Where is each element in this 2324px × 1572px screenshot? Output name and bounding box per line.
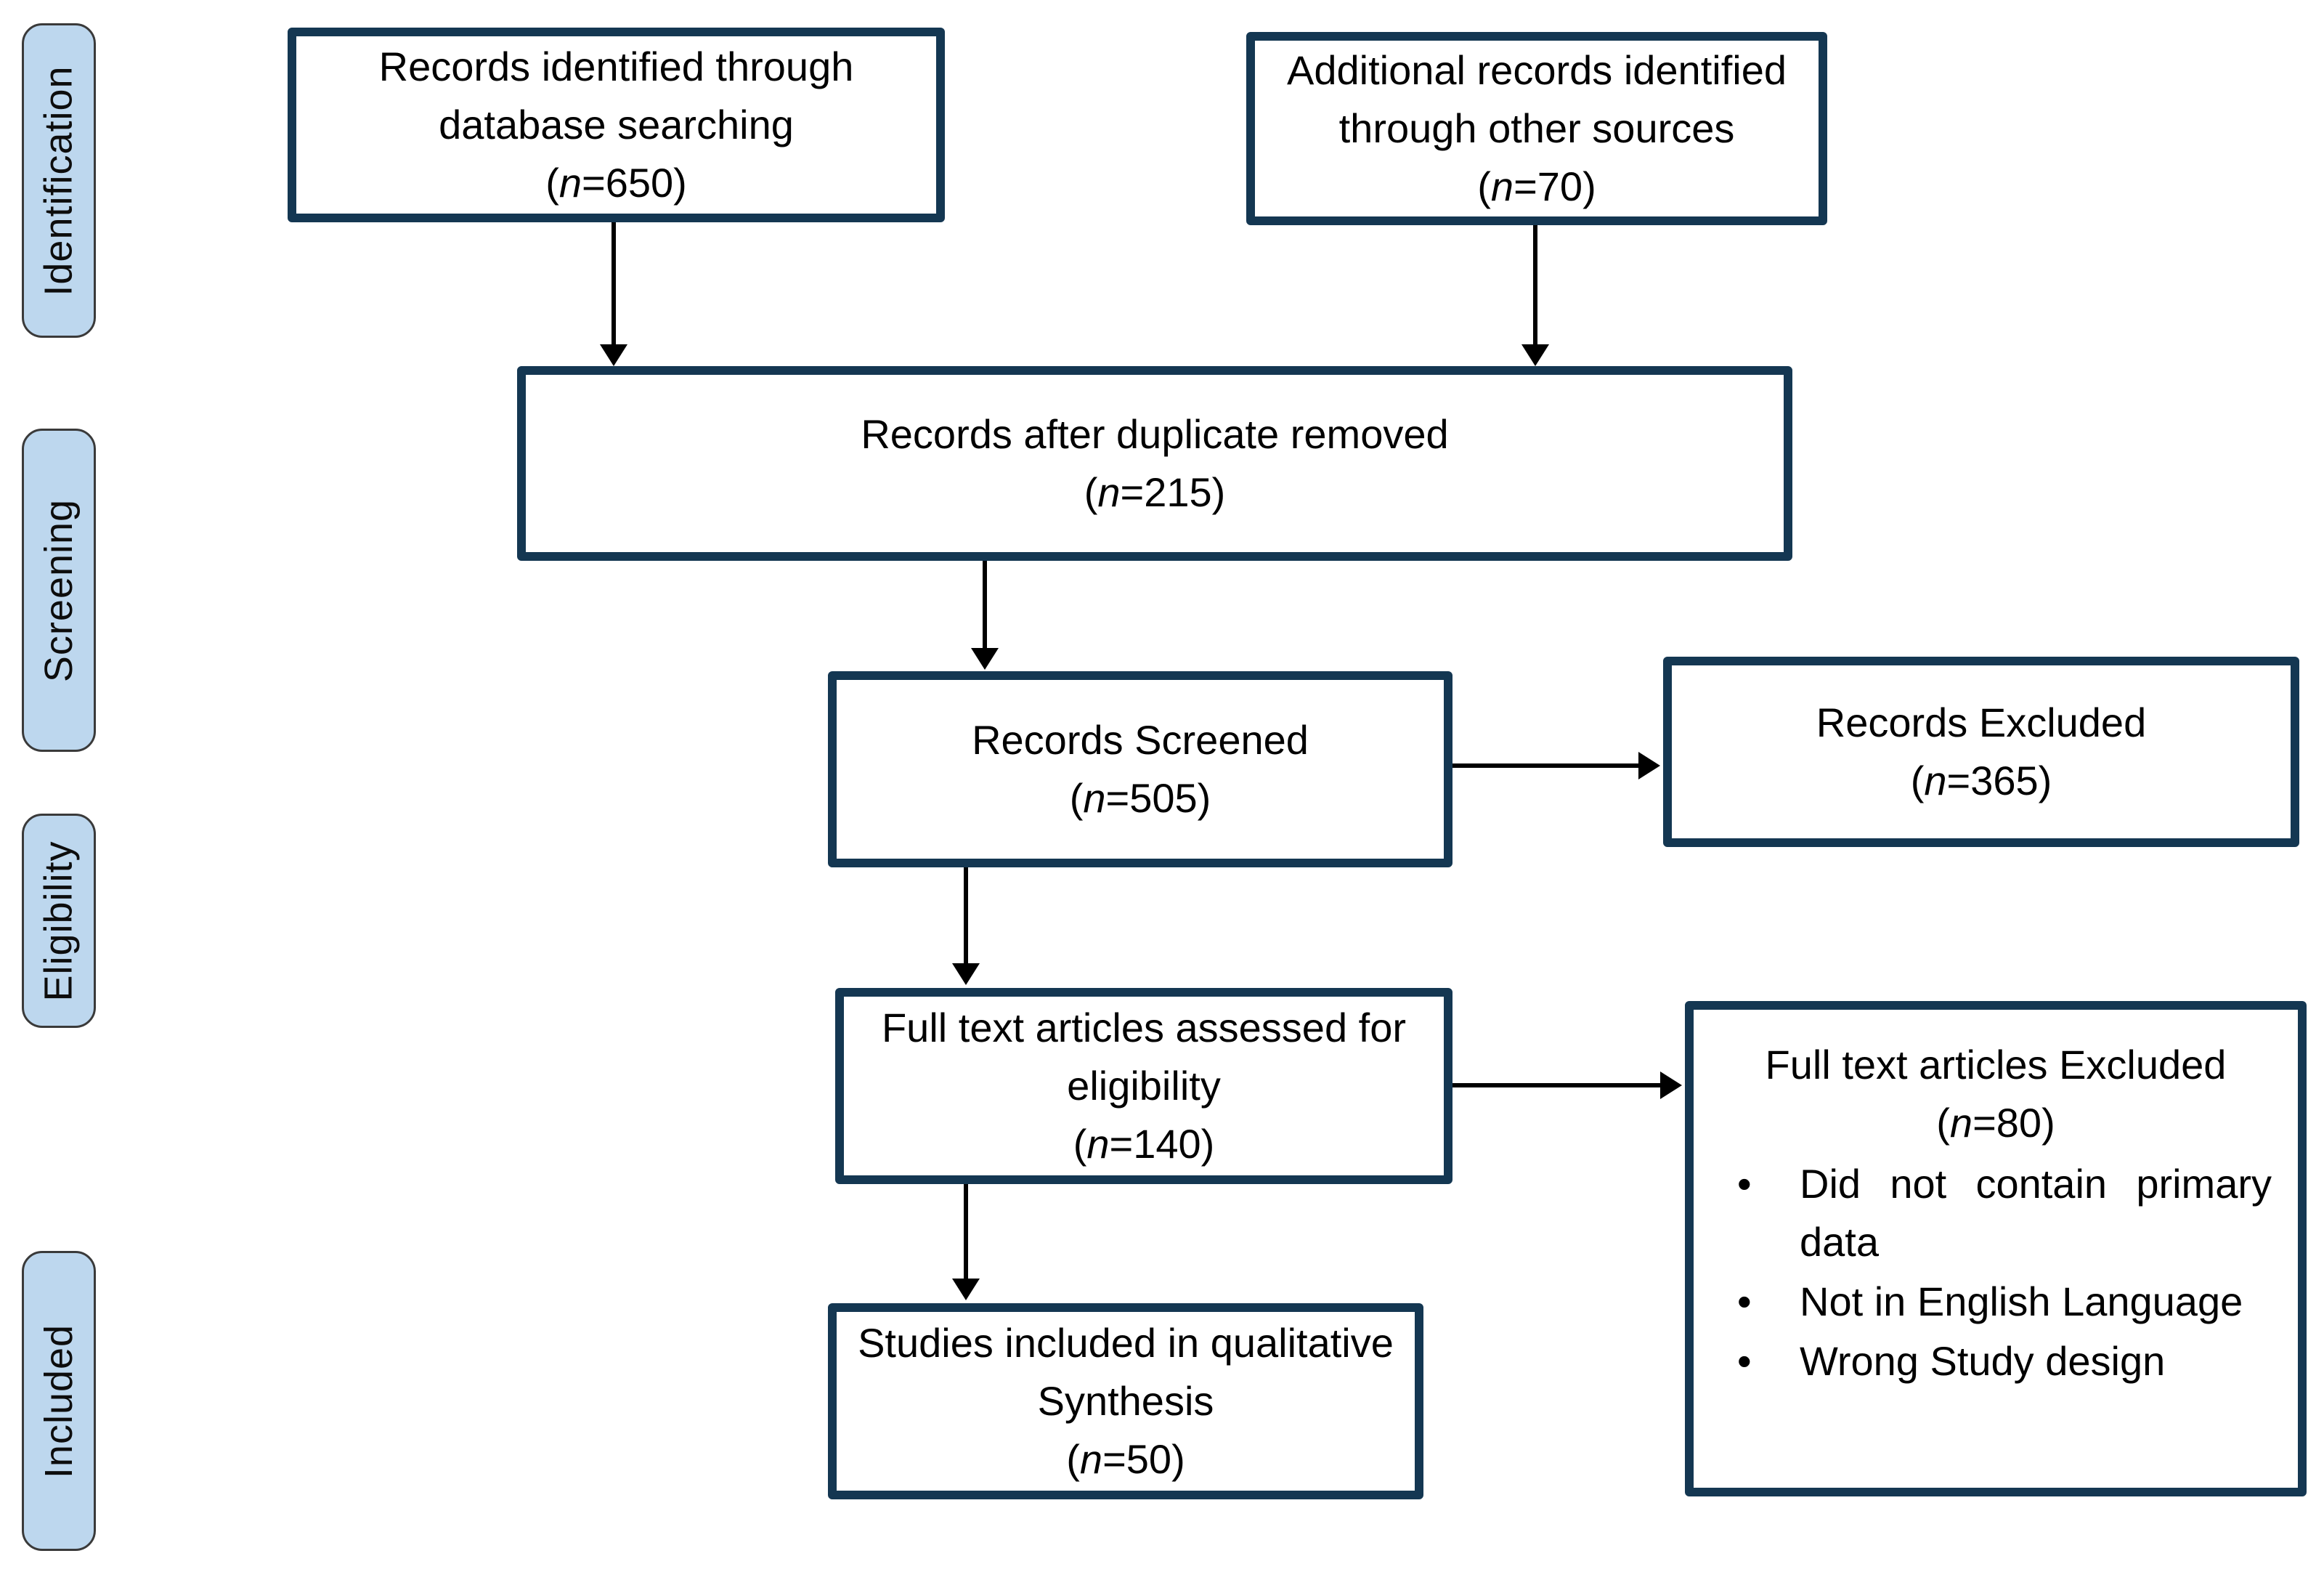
box-records-excluded: Records Excluded (n=365) (1663, 657, 2299, 847)
bullet-icon: • (1737, 1279, 1752, 1324)
box-count: (n=365) (1910, 758, 2052, 803)
box-label-line: database searching (439, 102, 794, 147)
arrow-additional-to-dedup (1521, 225, 1549, 366)
box-label-line: eligibility (1067, 1063, 1221, 1109)
box-studies-included: Studies included in qualitative Synthesi… (828, 1303, 1423, 1499)
exclusion-reason-text: Wrong Study design (1800, 1338, 2166, 1384)
box-fulltext-assessed: Full text articles assessed for eligibil… (835, 988, 1452, 1184)
box-additional-records: Additional records identified through ot… (1246, 32, 1827, 225)
box-count: (n=140) (1073, 1121, 1215, 1167)
stage-tab-label: Eligibility (37, 840, 81, 1002)
bullet-icon: • (1737, 1338, 1752, 1384)
arrow-screened-to-excluded (1452, 752, 1660, 779)
stage-tab-label: Identification (37, 65, 81, 296)
box-count: (n=650) (545, 160, 687, 206)
bullet-icon: • (1737, 1161, 1752, 1207)
exclusion-reason-item: • Did not contain primary data (1728, 1155, 2272, 1271)
box-label-line: Full text articles assessed for (881, 1005, 1407, 1050)
box-label-line: Synthesis (1037, 1378, 1214, 1424)
box-records-screened: Records Screened (n=505) (828, 671, 1452, 867)
box-count: (n=50) (1066, 1436, 1185, 1482)
arrow-dedup-to-screened (971, 561, 999, 670)
arrow-fulltext-to-ftexcluded (1452, 1071, 1682, 1099)
exclusion-reason-item: • Not in English Language (1728, 1273, 2272, 1331)
exclusion-reason-item: • Wrong Study design (1728, 1332, 2272, 1390)
box-label-line: through other sources (1338, 105, 1735, 151)
exclusion-reason-text: Not in English Language (1800, 1279, 2243, 1324)
box-label-line: Studies included in qualitative (858, 1320, 1394, 1366)
box-count: (n=505) (1069, 775, 1211, 821)
arrow-screened-to-fulltext (952, 867, 980, 985)
box-records-deduplicated: Records after duplicate removed (n=215) (517, 366, 1792, 561)
box-label-line: Records identified through (378, 44, 854, 89)
stage-tab-label: Screening (37, 498, 81, 682)
exclusion-reason-text: Did not contain primary data (1800, 1161, 2272, 1265)
box-count: (n=70) (1477, 163, 1596, 209)
exclusion-reasons-list: • Did not contain primary data • Not in … (1694, 1154, 2298, 1390)
box-label-line: Records after duplicate removed (861, 411, 1449, 457)
arrow-identified-to-dedup (600, 222, 627, 366)
arrow-fulltext-to-included (952, 1184, 980, 1300)
stage-tab-included: Included (22, 1251, 96, 1551)
stage-tab-label: Included (37, 1324, 81, 1478)
box-records-identified: Records identified through database sear… (288, 28, 945, 222)
box-fulltext-excluded: Full text articles Excluded (n=80) • Did… (1685, 1001, 2307, 1496)
box-count: (n=80) (1936, 1100, 2055, 1146)
box-count: (n=215) (1084, 469, 1226, 515)
box-label-line: Records Screened (972, 717, 1309, 763)
stage-tab-identification: Identification (22, 23, 96, 338)
box-label-line: Records Excluded (1816, 700, 2147, 745)
stage-tab-eligibility: Eligibility (22, 814, 96, 1028)
box-label-line: Additional records identified (1287, 47, 1787, 93)
box-label-line: Full text articles Excluded (1765, 1042, 2227, 1087)
stage-tab-screening: Screening (22, 429, 96, 752)
